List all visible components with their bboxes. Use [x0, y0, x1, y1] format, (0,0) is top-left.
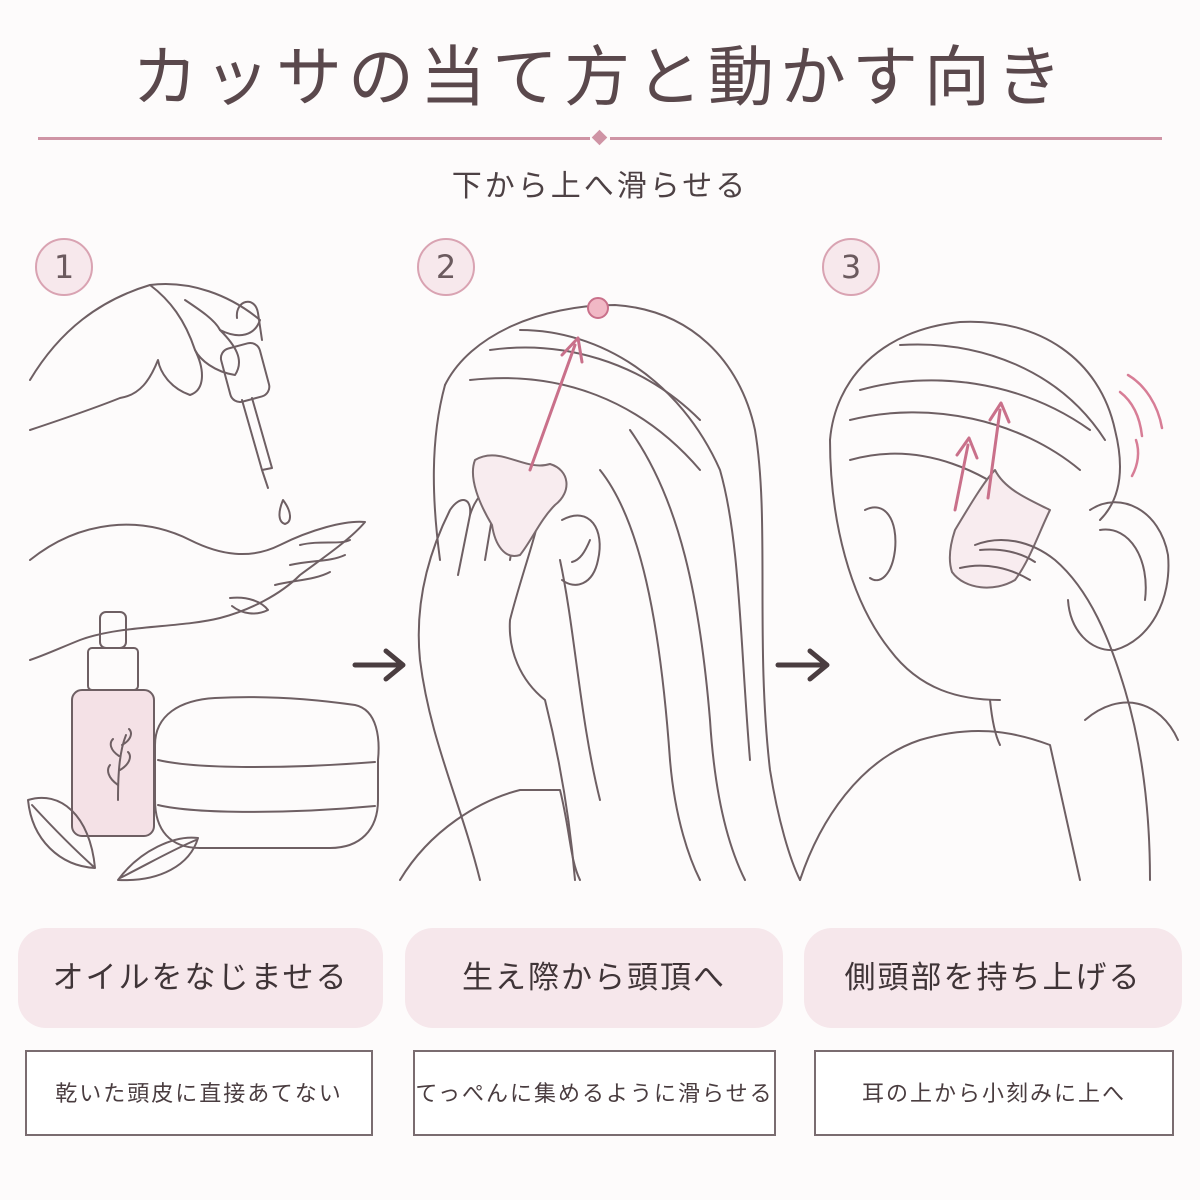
- upward-direction-arrow-icon: [953, 401, 1011, 512]
- oil-bottle-icon: [71, 611, 155, 837]
- step-2-note: てっぺんに集めるように滑らせる: [413, 1050, 776, 1136]
- upward-direction-arrow-icon: [528, 336, 584, 472]
- open-palm-icon: [29, 520, 366, 661]
- next-arrow-icon: [775, 648, 830, 682]
- leaf-icon: [27, 796, 96, 869]
- page-title: カッサの当て方と動かす向き: [132, 39, 1068, 116]
- woman-bun-illustration: [799, 320, 1179, 881]
- title-divider-right: [610, 137, 1162, 140]
- upper-hand-icon: [29, 283, 261, 431]
- oil-drop-icon: [278, 499, 291, 525]
- motion-lines-icon: [1118, 373, 1164, 478]
- step-1-note: 乾いた頭皮に直接あてない: [25, 1050, 373, 1136]
- gua-sha-stone-icon: [948, 469, 1051, 589]
- divider-diamond-icon: [591, 129, 608, 146]
- woman-long-hair-illustration: [399, 304, 801, 881]
- folded-towel-icon: [154, 696, 380, 849]
- step-2-label: 生え際から頭頂へ: [405, 928, 783, 1028]
- step-3-label: 側頭部を持ち上げる: [804, 928, 1182, 1028]
- leaf-icon: [117, 836, 199, 882]
- crown-target-dot-icon: [587, 297, 609, 319]
- dropper-icon: [219, 300, 273, 489]
- page-subtitle: 下から上へ滑らせる: [451, 169, 749, 204]
- step-3-note: 耳の上から小刻みに上へ: [814, 1050, 1174, 1136]
- step-1-label: オイルをなじませる: [18, 928, 383, 1028]
- hand-holding-gua-sha-icon: [959, 539, 1151, 881]
- gua-sha-stone-icon: [471, 454, 568, 557]
- title-divider-left: [38, 137, 590, 140]
- step-number-2: 2: [417, 238, 475, 296]
- next-arrow-icon: [352, 648, 406, 682]
- step-number-1: 1: [35, 238, 93, 296]
- step-number-3: 3: [822, 238, 880, 296]
- illustration-panel: [27, 283, 1179, 882]
